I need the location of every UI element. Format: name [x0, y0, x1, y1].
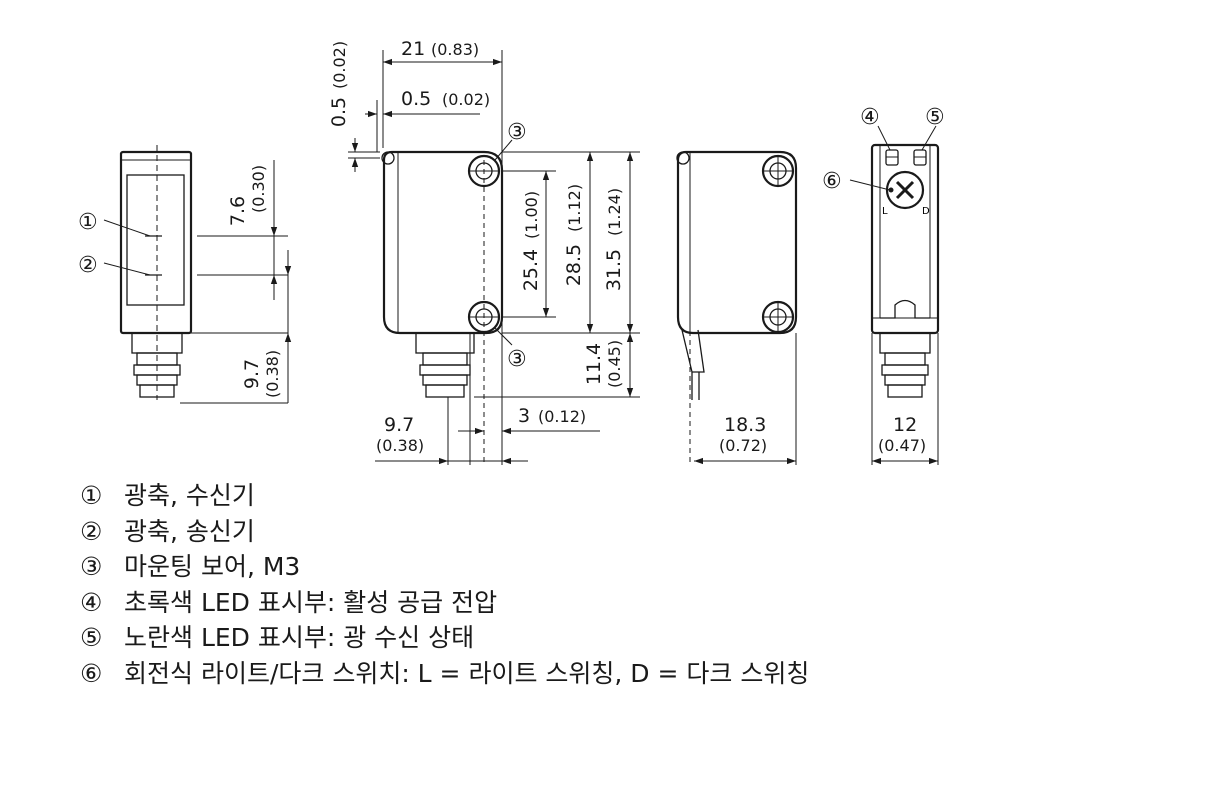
dim-tiny-mm: 0.5	[328, 97, 350, 127]
side-view	[348, 50, 640, 465]
legend-text: 광축, 송신기	[124, 516, 255, 546]
legend-item: ② 광축, 송신기	[80, 514, 809, 550]
dim-lens-offset-inch: (0.02)	[442, 90, 490, 109]
dim-front-lower-mm: 9.7	[241, 359, 263, 389]
legend-number: ③	[80, 552, 103, 581]
dim-connector-len-inch: (0.45)	[605, 340, 624, 388]
dim-hole-spacing-inch: (1.00)	[522, 191, 541, 239]
dim-hole-edge-inch: (0.12)	[538, 407, 586, 426]
dim-front-upper-inch: (0.30)	[249, 165, 268, 213]
dim-depth-inch: (0.47)	[878, 436, 926, 455]
legend-number: ④	[80, 587, 103, 617]
callout-3-bottom: ③	[507, 347, 527, 372]
dim-hole-outer-inch: (1.12)	[565, 184, 584, 232]
legend-text: 마운팅 보어, M3	[124, 552, 301, 581]
callout-5: ⑤	[925, 105, 945, 130]
dim-tiny-inch: (0.02)	[330, 41, 349, 89]
dim-height-mm: 31.5	[603, 249, 625, 291]
legend-item: ⑥ 회전식 라이트/다크 스위치: L = 라이트 스위칭, D = 다크 스위칭	[80, 656, 809, 692]
legend-number: ⑥	[80, 658, 103, 688]
legend-text: 노란색 LED 표시부: 광 수신 상태	[124, 623, 475, 652]
dim-width-side-inch: (0.83)	[431, 40, 479, 59]
callout-4: ④	[860, 105, 880, 130]
dim-connector-len-mm: 11.4	[583, 343, 605, 385]
legend-number: ②	[80, 516, 103, 546]
legend-item: ① 광축, 수신기	[80, 478, 809, 514]
legend-item: ⑤ 노란색 LED 표시부: 광 수신 상태	[80, 620, 809, 656]
callout-6: ⑥	[822, 169, 842, 194]
dim-width-side-mm: 21	[401, 38, 425, 60]
callout-2: ②	[78, 253, 98, 278]
top-view	[849, 125, 940, 465]
dimension-drawing: ① ② 7.6 (0.30) 9.7 (0.38)	[78, 38, 945, 465]
dim-connector-offset-mm: 9.7	[384, 414, 414, 436]
dim-hole-spacing-mm: 25.4	[520, 249, 542, 291]
dim-front-lower-inch: (0.38)	[263, 350, 282, 398]
dim-cable-view-width-mm: 18.3	[724, 414, 766, 436]
callout-1: ①	[78, 210, 98, 235]
dim-height-inch: (1.24)	[605, 188, 624, 236]
legend-item: ④ 초록색 LED 표시부: 활성 공급 전압	[80, 585, 809, 621]
switch-label-dark: D	[922, 206, 930, 217]
dim-cable-view-width-inch: (0.72)	[719, 436, 767, 455]
callout-3-top: ③	[507, 120, 527, 145]
legend-number: ①	[80, 481, 103, 510]
dim-connector-offset-inch: (0.38)	[376, 436, 424, 455]
legend: ① 광축, 수신기 ② 광축, 송신기 ③ 마운팅 보어, M3 ④ 초록색 LED 표…	[80, 478, 809, 691]
dim-depth-mm: 12	[893, 414, 917, 436]
front-view	[103, 145, 292, 404]
dim-front-upper-mm: 7.6	[227, 196, 249, 226]
cable-view	[676, 150, 798, 465]
dim-hole-edge-mm: 3	[518, 405, 530, 427]
legend-item: ③ 마운팅 보어, M3	[80, 549, 809, 585]
legend-text: 회전식 라이트/다크 스위치: L = 라이트 스위칭, D = 다크 스위칭	[124, 658, 810, 688]
legend-number: ⑤	[80, 623, 103, 652]
legend-text: 초록색 LED 표시부: 활성 공급 전압	[124, 587, 498, 617]
legend-text: 광축, 수신기	[124, 481, 255, 510]
dim-hole-outer-mm: 28.5	[563, 244, 585, 286]
switch-label-light: L	[882, 206, 888, 217]
dim-lens-offset-mm: 0.5	[401, 88, 431, 110]
